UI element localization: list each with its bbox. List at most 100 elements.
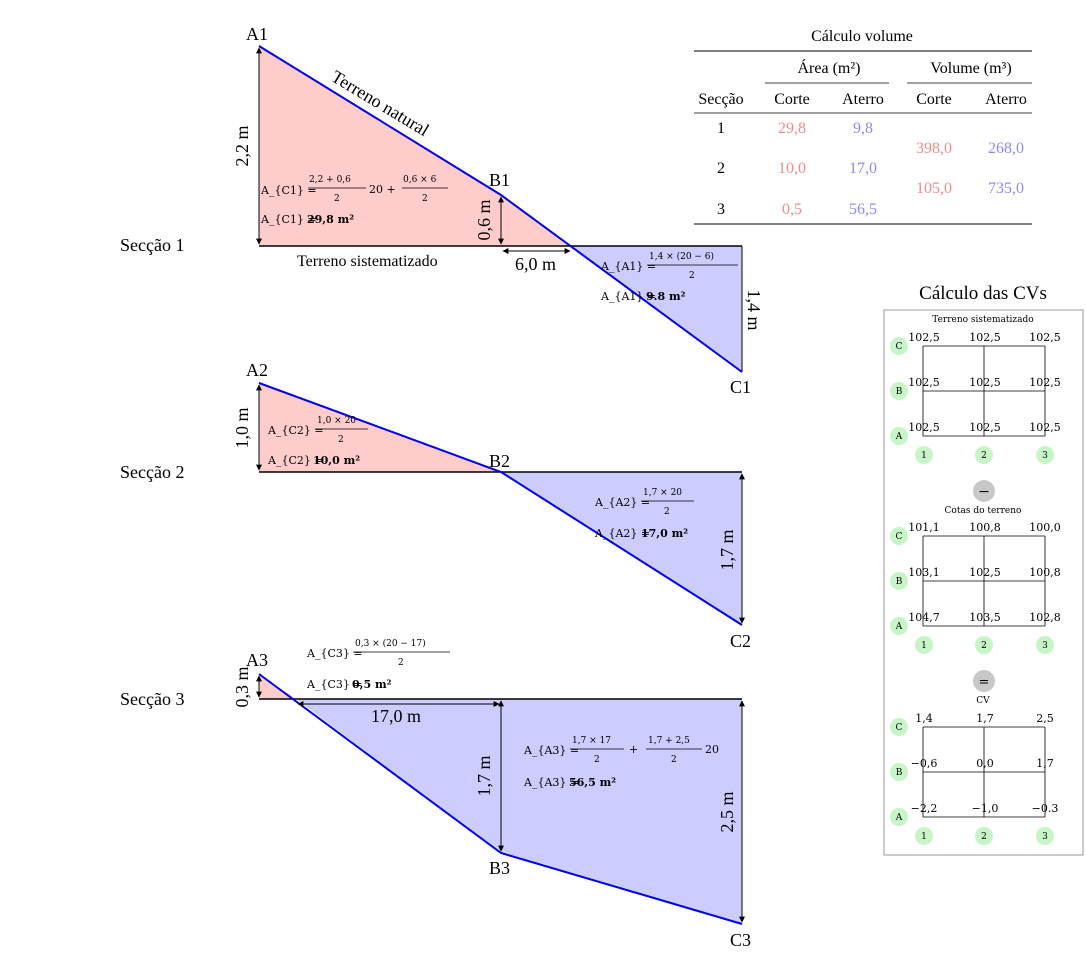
col-node (1036, 636, 1054, 654)
col-label: 1 (921, 832, 927, 842)
row-corte: 0,5 (782, 201, 802, 218)
cell-value: −0.3 (1032, 802, 1059, 815)
formula-denominator: 2 (338, 435, 344, 445)
row-label: C (896, 342, 903, 352)
row-node-b (890, 382, 908, 400)
section-2-fill-result: 17,0 m² (641, 527, 688, 540)
row-aterro: 9,8 (853, 120, 873, 137)
row-node-a (890, 808, 908, 826)
grid-title: Terreno sistematizado (932, 315, 1033, 325)
col-node (975, 446, 993, 464)
formula-numerator: 1,4 × (20 − 6) (649, 251, 714, 262)
row-node-c (890, 337, 908, 355)
col-label: 3 (1042, 832, 1048, 842)
section-3-fill-result: 56,5 m² (569, 776, 616, 789)
volume-table-title: Cálculo volume (811, 28, 913, 45)
formula-numerator: 0,3 × (20 − 17) (355, 638, 426, 649)
row-label: B (896, 387, 903, 397)
volume-aterro-12: 268,0 (988, 140, 1024, 157)
table-row: 2 10,0 17,0 (717, 160, 877, 177)
cell-value: 102,5 (969, 566, 1001, 579)
cv-panel-frame (883, 309, 1084, 856)
cell-value: 103,5 (969, 611, 1001, 624)
header-volume: Volume (m³) (930, 60, 1011, 77)
table-row: 1 29,8 9,8 (717, 120, 873, 137)
col-label: 3 (1042, 641, 1048, 651)
cell-value: 103,1 (908, 566, 940, 579)
col-node (975, 827, 993, 845)
section-3-fill-area (296, 699, 742, 924)
cell-value: −2,2 (911, 802, 938, 815)
section-2-cut-result: 10,0 m² (313, 454, 360, 467)
formula-numerator: 1,7 + 2,5 (648, 736, 690, 746)
section-3-natural-terrain (258, 673, 743, 925)
col-label: 2 (981, 832, 987, 842)
section-1: A1 B1 C1 Secção 1 2,2 m 0,6 m 6,0 m 1,4 … (120, 24, 764, 397)
section-1-dim-b-label: 0,6 m (474, 199, 494, 240)
equals-operator-label: = (979, 675, 990, 690)
section-3-cut-result: 0,5 m² (352, 678, 392, 691)
cell-value: 102,5 (908, 376, 940, 389)
row-label: A (895, 432, 903, 442)
cell-value: −1,0 (972, 802, 999, 815)
col-aterro-vol: Aterro (985, 91, 1027, 108)
formula-denominator: 2 (671, 755, 677, 765)
cell-value: 102,5 (1029, 331, 1061, 344)
section-3-dim-b-label: 1,7 m (474, 755, 494, 796)
cell-value: 1,7 (976, 712, 994, 725)
section-1-cut-area (259, 46, 572, 246)
formula-denominator: 2 (689, 271, 695, 281)
point-c1: C1 (730, 377, 751, 397)
formula-denominator: 2 (422, 194, 428, 204)
formula-numerator: 0,6 × 6 (403, 175, 437, 185)
section-3-label: Secção 3 (120, 689, 184, 709)
cell-value: 2,5 (1036, 712, 1054, 725)
col-label: 2 (981, 451, 987, 461)
cell-value: 100,8 (1029, 566, 1061, 579)
grid-title: Cotas do terreno (945, 506, 1022, 516)
section-1-fill-result: 9.8 m² (646, 290, 686, 303)
section-1-dim-a-label: 2,2 m (232, 125, 252, 166)
cell-value: 101,1 (908, 521, 940, 534)
cell-value: 104,7 (908, 611, 940, 624)
row-corte: 10,0 (778, 160, 806, 177)
header-area: Área (m²) (798, 58, 861, 77)
formula-result-lhs: A_{A1} = (600, 290, 656, 303)
formula-lhs: A_{A3} = (523, 744, 579, 757)
point-b1: B1 (489, 170, 510, 190)
section-2-label: Secção 2 (120, 462, 184, 482)
cell-value: 102,5 (908, 331, 940, 344)
grid-cotas-terreno: Cotas do terreno C B A 101,1 100,8 100,0… (890, 506, 1061, 654)
point-a3: A3 (246, 650, 268, 670)
section-1-label: Secção 1 (120, 235, 184, 255)
row-label: B (896, 768, 903, 778)
section-1-natural-terrain (258, 45, 743, 373)
cell-value: 102,5 (969, 421, 1001, 434)
section-2-dim-a-label: 1,0 m (232, 407, 252, 448)
col-aterro: Aterro (842, 91, 884, 108)
section-1-fill-formula: A_{A1} = 1,4 × (20 − 6) 2 A_{A1} = 9.8 m… (600, 251, 738, 303)
section-2-dim-c-label: 1,7 m (717, 529, 737, 570)
equals-operator (973, 670, 995, 692)
cell-value: 1,7 (1036, 757, 1054, 770)
formula-result-lhs: A_{A2} = (594, 527, 650, 540)
section-3-fill-formula: A_{A3} = 1,7 × 17 2 + 1,7 + 2,5 2 20 A_{… (523, 736, 719, 789)
col-node (1036, 827, 1054, 845)
grid-title: CV (976, 696, 990, 706)
cell-value: 102,5 (969, 331, 1001, 344)
row-label: C (896, 723, 903, 733)
section-2-fill-formula: A_{A2} = 1,7 × 20 2 A_{A2} = 17,0 m² (594, 488, 694, 540)
section-3-cut-formula: A_{C3} = 0,3 × (20 − 17) 2 A_{C3} = 0,5 … (306, 638, 450, 691)
section-1-cut-result: 29,8 m² (307, 213, 354, 226)
cell-value: 102,8 (1029, 611, 1061, 624)
col-node (1036, 446, 1054, 464)
row-label: A (895, 622, 903, 632)
cell-value: 0,0 (976, 757, 994, 770)
point-a1: A1 (246, 24, 268, 44)
formula-result-lhs: A_{C1} = (260, 213, 317, 226)
point-c2: C2 (730, 631, 751, 651)
formula-denominator: 2 (664, 507, 670, 517)
cell-value: 102,5 (1029, 421, 1061, 434)
section-1-dim-c-label: 1,4 m (744, 289, 764, 330)
